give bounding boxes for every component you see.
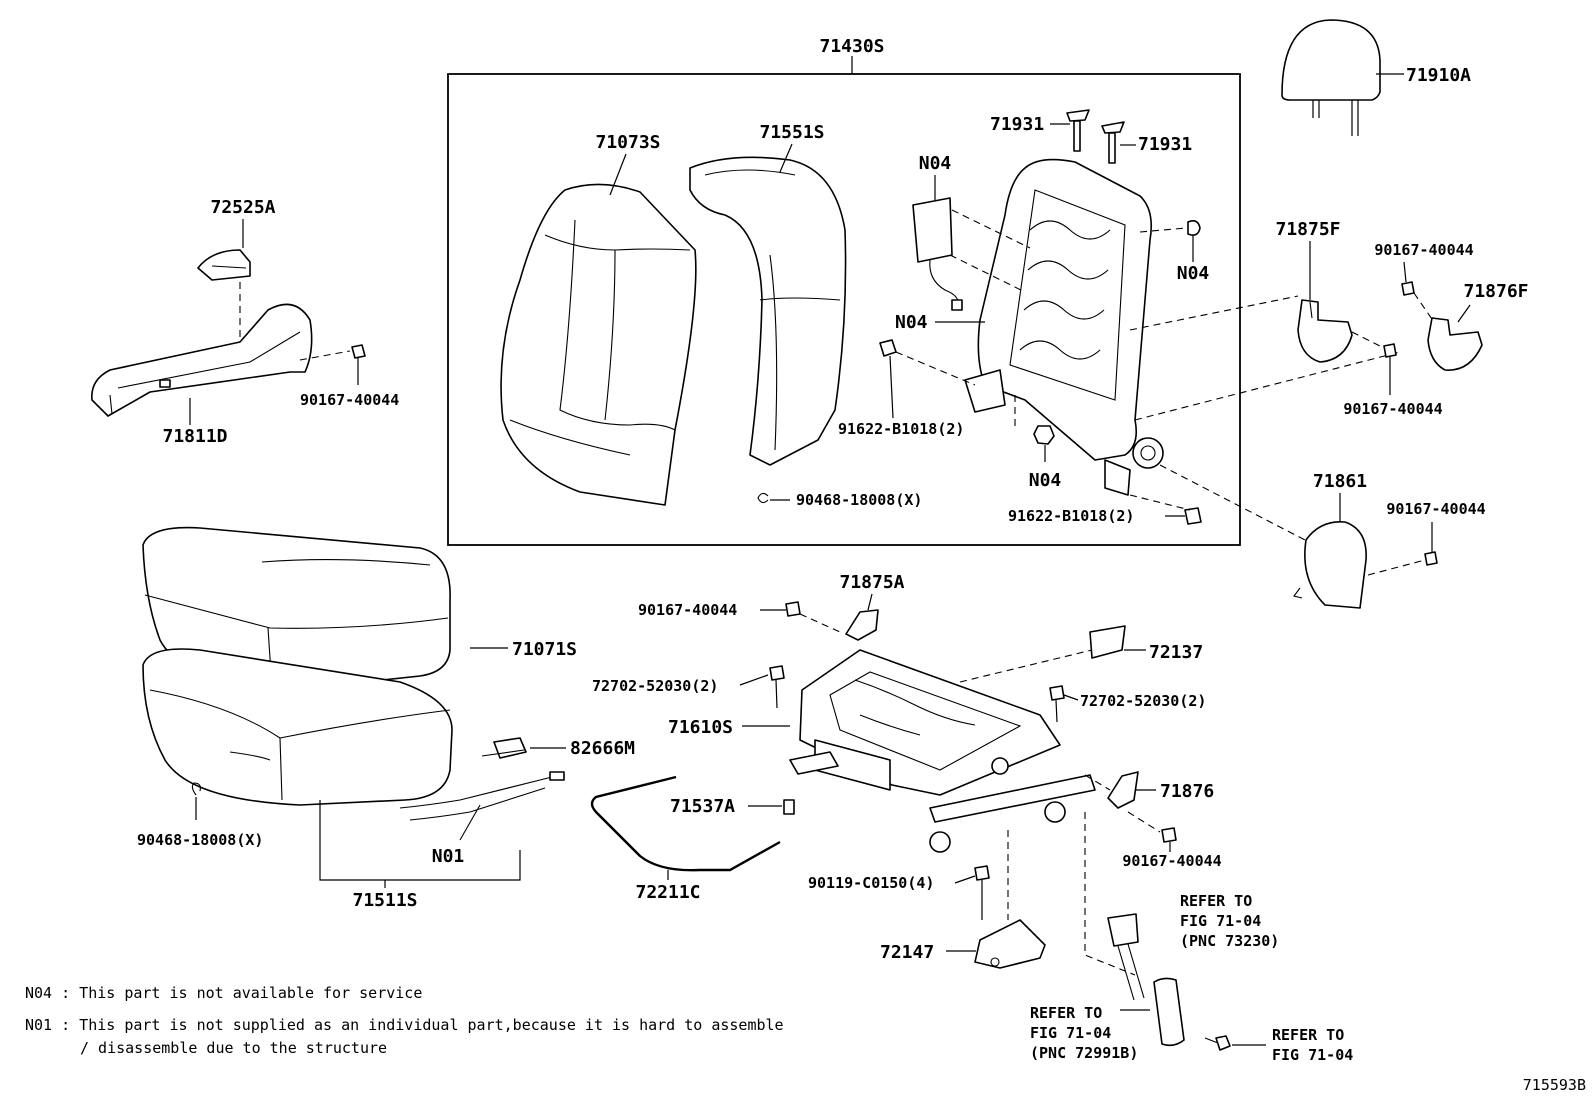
part-label-71811D: 71811D [162, 426, 227, 447]
part-label-71931-b: 71931 [1138, 134, 1192, 155]
refer-to-72991B: REFER TO FIG 71-04 (PNC 72991B) [1030, 1004, 1138, 1062]
cover-72525A [197, 249, 251, 281]
svg-text:FIG 71-04: FIG 71-04 [1180, 912, 1261, 930]
part-label-N04-b: N04 [1177, 263, 1210, 284]
part-label-71875A: 71875A [839, 572, 904, 593]
part-label-71430S: 71430S [819, 36, 884, 57]
part-label-71511S: 71511S [352, 890, 417, 911]
part-label-90167-right-middle: 90167-40044 [1343, 400, 1442, 418]
note-N01-line2: / disassemble due to the structure [80, 1039, 387, 1057]
seatback-cover-71073S [500, 183, 697, 506]
spring-wire-72211C [590, 775, 781, 872]
screw-90167-lower-right [1161, 827, 1177, 852]
part-label-90167-lower-right: 90167-40044 [1122, 852, 1221, 870]
part-label-71610S: 71610S [668, 717, 733, 738]
wire-harness-N01 [399, 771, 565, 841]
note-N04: N04 : This part is not available for ser… [25, 984, 422, 1002]
headrest-71910A [1281, 19, 1381, 136]
part-label-N01: N01 [432, 846, 465, 867]
bolt-72702-right [1049, 685, 1065, 723]
svg-text:(PNC 73230): (PNC 73230) [1180, 932, 1279, 950]
part-label-72147: 72147 [880, 942, 934, 963]
part-label-71537A: 71537A [670, 796, 735, 817]
clip-71537A [783, 799, 795, 815]
screw-90167-left [351, 344, 366, 385]
part-label-91622-lower: 91622-B1018(2) [1008, 507, 1134, 525]
airbag-module-N04 [912, 197, 963, 311]
shield-71811D [91, 303, 313, 417]
screw-90167-seat-left [760, 601, 801, 617]
svg-text:REFER TO: REFER TO [1180, 892, 1252, 910]
seatback-pad-71551S [689, 156, 847, 466]
part-label-90167-left: 90167-40044 [300, 391, 399, 409]
bracket-72147 [974, 919, 1046, 969]
part-label-82666M: 82666M [570, 738, 635, 759]
part-label-72137: 72137 [1149, 642, 1203, 663]
part-label-90167-right-upper: 90167-40044 [1374, 241, 1473, 259]
screw-90167-far-right [1424, 522, 1438, 566]
seat-cushion-cover-71071S [142, 526, 451, 691]
nut-icon [1033, 425, 1055, 445]
bolt-91622-lower [1165, 507, 1202, 525]
cover-72137 [1089, 625, 1126, 659]
svg-text:(PNC 72991B): (PNC 72991B) [1030, 1044, 1138, 1062]
headrest-guide-71931-left [1066, 109, 1090, 152]
part-label-72702-right: 72702-52030(2) [1080, 692, 1206, 710]
cover-71875F [1297, 299, 1353, 363]
seatback-frame [964, 158, 1164, 496]
part-label-72211C: 72211C [635, 882, 700, 903]
figure-id: 715593B [1523, 1076, 1586, 1094]
refer-to-bolt: REFER TO FIG 71-04 [1272, 1026, 1353, 1064]
screw-90167-right-middle [1383, 343, 1397, 395]
part-label-N04-c: N04 [895, 312, 928, 333]
bolt-91622-upper [879, 339, 897, 419]
knob-cover-71861 [1293, 521, 1367, 609]
headrest-guide-71931-right [1101, 121, 1125, 164]
part-label-71073S: 71073S [595, 132, 660, 153]
part-label-90167-far-right: 90167-40044 [1386, 500, 1485, 518]
part-label-N04-a: N04 [919, 153, 952, 174]
screw-90167-right-upper [1401, 261, 1415, 296]
hog-ring-icon [191, 782, 201, 796]
part-label-71876F: 71876F [1463, 281, 1528, 302]
part-label-71071S: 71071S [512, 639, 577, 660]
hog-ring-icon [757, 492, 769, 504]
part-label-71910A: 71910A [1406, 65, 1471, 86]
bracket-71876 [1107, 771, 1139, 809]
bolt-refer-to [1204, 1035, 1266, 1051]
bracket-71875A [845, 609, 879, 641]
svg-text:FIG 71-04: FIG 71-04 [1030, 1024, 1111, 1042]
seat-belt-buckle [1107, 913, 1185, 1047]
part-label-90167-seat-left: 90167-40044 [638, 601, 737, 619]
part-label-91622-upper: 91622-B1018(2) [838, 420, 964, 438]
part-label-71861: 71861 [1313, 471, 1367, 492]
part-label-71876: 71876 [1160, 781, 1214, 802]
part-label-71875F: 71875F [1275, 219, 1340, 240]
cover-71876F [1427, 317, 1483, 371]
refer-to-73230: REFER TO FIG 71-04 (PNC 73230) [1180, 892, 1279, 950]
part-label-90468-cushion: 90468-18008(X) [137, 831, 263, 849]
seat-cushion-pad [142, 648, 453, 806]
bolt-72702-left [769, 665, 785, 709]
sensor-82666M [481, 737, 527, 759]
clip-icon [1187, 220, 1201, 236]
svg-text:FIG 71-04: FIG 71-04 [1272, 1046, 1353, 1064]
bolt-90119 [974, 865, 990, 920]
svg-text:REFER TO: REFER TO [1030, 1004, 1102, 1022]
part-label-90119: 90119-C0150(4) [808, 874, 934, 892]
note-N01-line1: N01 : This part is not supplied as an in… [25, 1016, 784, 1034]
part-label-72702-left: 72702-52030(2) [592, 677, 718, 695]
svg-text:REFER TO: REFER TO [1272, 1026, 1344, 1044]
seatback-assembly-box [447, 73, 1241, 546]
part-label-90468-back: 90468-18008(X) [796, 491, 922, 509]
seat-track-frame-71610S [789, 649, 1096, 853]
part-label-72525A: 72525A [210, 197, 275, 218]
part-label-N04-d: N04 [1029, 470, 1062, 491]
part-label-71931-a: 71931 [990, 114, 1044, 135]
part-label-71551S: 71551S [759, 122, 824, 143]
